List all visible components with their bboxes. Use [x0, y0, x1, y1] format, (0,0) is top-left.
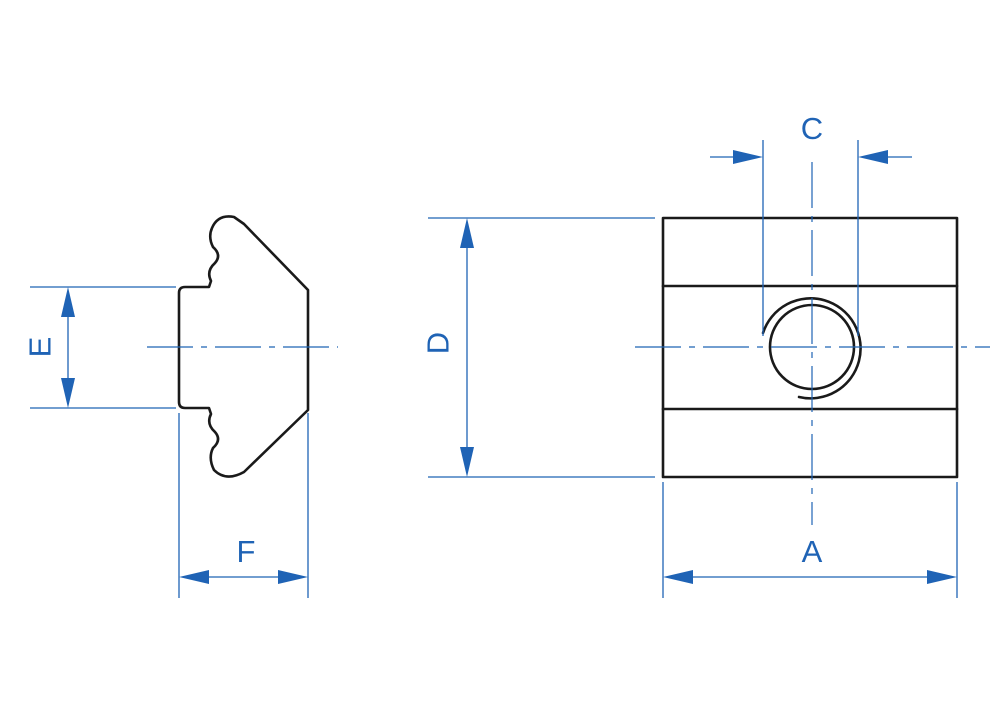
- label-d: D: [421, 332, 456, 354]
- label-f: F: [237, 534, 256, 569]
- f-arrow-right: [278, 570, 308, 584]
- f-arrow-left: [179, 570, 209, 584]
- dimension-e: E: [23, 286, 176, 409]
- a-arrow-right: [927, 570, 957, 584]
- e-arrow-bottom: [61, 378, 75, 408]
- threaded-hole-thread-arc: [761, 297, 862, 400]
- label-c: C: [801, 111, 823, 146]
- side-profile-view: [147, 215, 338, 478]
- label-e: E: [23, 337, 58, 358]
- t-nut-profile-outline: [177, 215, 310, 478]
- d-arrow-bottom: [460, 447, 474, 477]
- a-arrow-left: [663, 570, 693, 584]
- e-arrow-top: [61, 287, 75, 317]
- dimension-d: D: [421, 217, 655, 478]
- dimension-f: F: [178, 413, 309, 598]
- c-arrow-right: [858, 150, 888, 164]
- top-view: [635, 162, 990, 525]
- dimension-c: C: [710, 111, 912, 336]
- dimension-a: A: [662, 482, 958, 598]
- c-arrow-left: [733, 150, 763, 164]
- label-a: A: [802, 534, 823, 569]
- d-arrow-top: [460, 218, 474, 248]
